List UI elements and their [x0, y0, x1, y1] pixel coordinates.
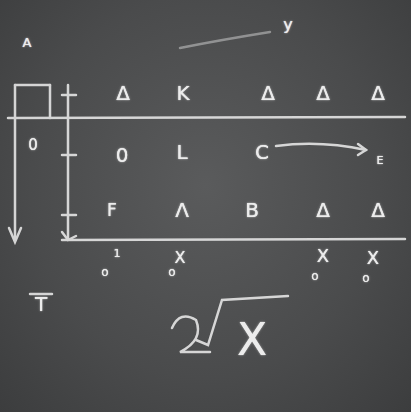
- chalk-glyph: C: [255, 142, 269, 162]
- chalk-glyph: Δ: [116, 83, 130, 103]
- chalk-glyph: o: [311, 270, 318, 282]
- chalk-glyph: T: [35, 294, 47, 314]
- chalk-glyph: 0: [116, 145, 129, 165]
- chalk-glyph: 0: [28, 138, 38, 153]
- chalk-glyph: Λ: [175, 200, 189, 220]
- chalk-glyph: Δ: [261, 83, 275, 103]
- chalk-glyph: X: [367, 249, 379, 267]
- chalk-glyph: o: [101, 266, 108, 278]
- chalk-glyph: F: [107, 202, 117, 219]
- chalk-glyph: o: [362, 272, 369, 284]
- chalk-glyph: y: [283, 17, 292, 33]
- chalk-glyph: Δ: [316, 200, 330, 220]
- chalk-glyph: X: [317, 247, 329, 265]
- chalk-glyph: E: [377, 155, 384, 166]
- chalk-glyph: L: [176, 142, 187, 162]
- chalk-glyph: Δ: [371, 200, 385, 220]
- chalk-glyph: A: [23, 36, 32, 49]
- chalk-glyph: Δ: [316, 83, 330, 103]
- chalk-glyph: X: [237, 318, 267, 362]
- chalk-glyph: 1: [114, 248, 121, 259]
- chalk-glyph: K: [176, 83, 189, 103]
- chalk-glyph: X: [175, 250, 186, 266]
- chalk-glyph: B: [245, 200, 259, 220]
- chalk-glyph: o: [168, 266, 175, 278]
- chalk-glyph: Δ: [371, 83, 385, 103]
